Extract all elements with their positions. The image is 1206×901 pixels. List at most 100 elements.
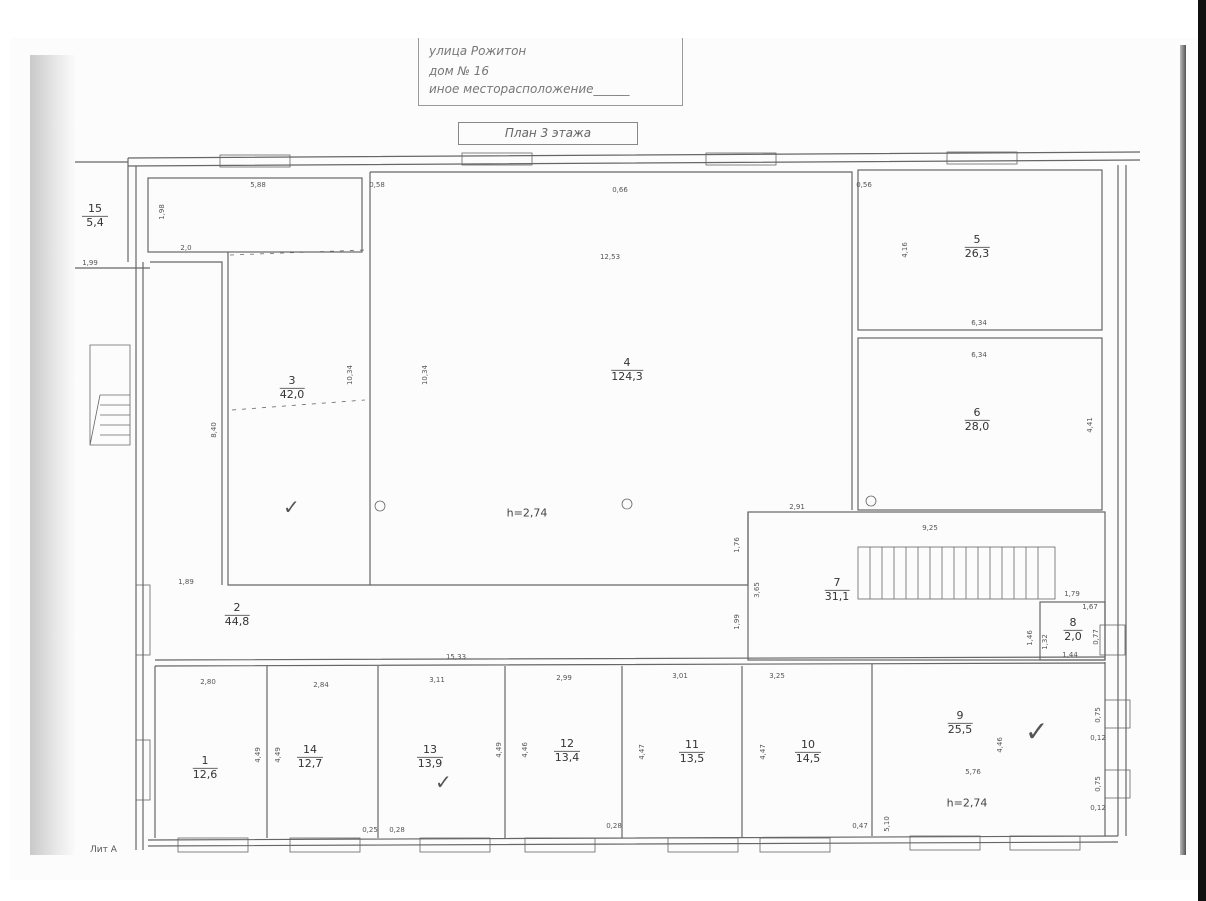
checkmark-icon: ✓ bbox=[1025, 715, 1049, 748]
dimension-label: 2,84 bbox=[313, 681, 329, 689]
room-walls bbox=[147, 169, 1106, 838]
room-number: 12 bbox=[554, 737, 580, 752]
street-line: улица Рожитон bbox=[429, 44, 527, 58]
room-area: 12,7 bbox=[297, 756, 323, 770]
dimension-label: 1,79 bbox=[1064, 590, 1080, 598]
room-number: 2 bbox=[224, 601, 250, 616]
plan-title: План 3 этажа bbox=[458, 122, 638, 145]
dimension-label: 1,99 bbox=[82, 259, 98, 267]
room-area: 2,0 bbox=[1064, 629, 1082, 643]
dimension-label: 0,66 bbox=[612, 186, 628, 194]
dimension-label: 3,25 bbox=[769, 672, 785, 680]
house-line: дом № 16 bbox=[429, 64, 490, 78]
room-number: 13 bbox=[417, 743, 443, 758]
dimension-label: 1,44 bbox=[1062, 651, 1078, 659]
room-area: 26,3 bbox=[964, 246, 990, 260]
scan-shadow-left bbox=[30, 55, 75, 855]
ceiling-height-label: h=2,74 bbox=[506, 506, 548, 520]
dimension-label: 0,75 bbox=[1094, 707, 1102, 723]
dimension-label: 0,75 bbox=[1094, 776, 1102, 792]
dimension-label: 3,11 bbox=[429, 676, 445, 684]
dimension-label: 4,49 bbox=[495, 742, 503, 758]
checkmark-icon: ✓ bbox=[435, 770, 452, 794]
dimension-label: 2,0 bbox=[180, 244, 192, 252]
dimension-label: 10,34 bbox=[421, 364, 429, 386]
room-area: 31,1 bbox=[824, 589, 850, 603]
dimension-label: 4,46 bbox=[996, 737, 1004, 753]
dimension-label: 0,28 bbox=[606, 822, 622, 830]
dimension-label: 1,99 bbox=[733, 614, 741, 630]
checkmark-icon: ✓ bbox=[283, 495, 300, 519]
dimension-label: 5,10 bbox=[883, 816, 891, 832]
footer-label: Лит А bbox=[90, 845, 117, 855]
dimension-label: 1,32 bbox=[1041, 634, 1049, 650]
dimension-label: 1,76 bbox=[733, 537, 741, 553]
dimension-label: 1,67 bbox=[1082, 603, 1098, 611]
room-number: 4 bbox=[611, 356, 643, 371]
dimension-label: 8,40 bbox=[210, 422, 218, 438]
room-number: 11 bbox=[679, 738, 705, 753]
dimension-label: 2,99 bbox=[556, 674, 572, 682]
room-area: 5,4 bbox=[86, 215, 104, 229]
room-number: 7 bbox=[824, 576, 850, 591]
room-number: 3 bbox=[279, 374, 305, 389]
room-number: 9 bbox=[947, 709, 973, 724]
room-area: 14,5 bbox=[795, 751, 821, 765]
room-area: 28,0 bbox=[964, 419, 990, 433]
dimension-label: 4,47 bbox=[759, 744, 767, 760]
room-area: 13,4 bbox=[554, 750, 580, 764]
dimension-label: 15,33 bbox=[445, 653, 467, 661]
room-number: 14 bbox=[297, 743, 323, 758]
address-block: улица Рожитон дом № 16 иное месторасполо… bbox=[418, 38, 683, 106]
dimension-label: 6,34 bbox=[971, 351, 987, 359]
room-number: 6 bbox=[964, 406, 990, 421]
room-area: 13,9 bbox=[417, 756, 443, 770]
dimension-label: 4,49 bbox=[254, 747, 262, 763]
dimension-label: 4,41 bbox=[1086, 417, 1094, 433]
screen-border bbox=[1198, 0, 1206, 901]
dimension-label: 4,16 bbox=[901, 242, 909, 258]
room-area: 13,5 bbox=[679, 751, 705, 765]
room-number: 1 bbox=[192, 754, 218, 769]
outer-walls bbox=[75, 151, 1141, 850]
dimension-label: 0,28 bbox=[389, 826, 405, 834]
dimension-label: 4,49 bbox=[274, 747, 282, 763]
dimension-label: 0,56 bbox=[856, 181, 872, 189]
dimension-label: 2,80 bbox=[200, 678, 216, 686]
dimension-label: 10,34 bbox=[346, 364, 354, 386]
dimension-label: 2,91 bbox=[789, 503, 805, 511]
dimension-label: 0,58 bbox=[369, 181, 385, 189]
dimension-label: 6,34 bbox=[971, 319, 987, 327]
dimension-label: 3,01 bbox=[672, 672, 688, 680]
dimension-label: 3,65 bbox=[753, 582, 761, 598]
dimension-label: 1,89 bbox=[178, 578, 194, 586]
exterior-stair-icon bbox=[89, 344, 131, 446]
dimension-label: 0,12 bbox=[1090, 804, 1106, 812]
dimension-label: 0,47 bbox=[852, 822, 868, 830]
dimension-label: 4,47 bbox=[638, 744, 646, 760]
windows bbox=[135, 151, 1131, 853]
room-area: 44,8 bbox=[224, 614, 250, 628]
room-number: 8 bbox=[1063, 616, 1083, 631]
room-number: 5 bbox=[964, 233, 990, 248]
other-location-line: иное месторасположение______ bbox=[429, 82, 630, 96]
dimension-label: 0,12 bbox=[1090, 734, 1106, 742]
dimension-label: 0,77 bbox=[1092, 629, 1100, 645]
dimension-label: 9,25 bbox=[922, 524, 938, 532]
column-icons bbox=[374, 495, 877, 512]
room-number: 10 bbox=[795, 738, 821, 753]
